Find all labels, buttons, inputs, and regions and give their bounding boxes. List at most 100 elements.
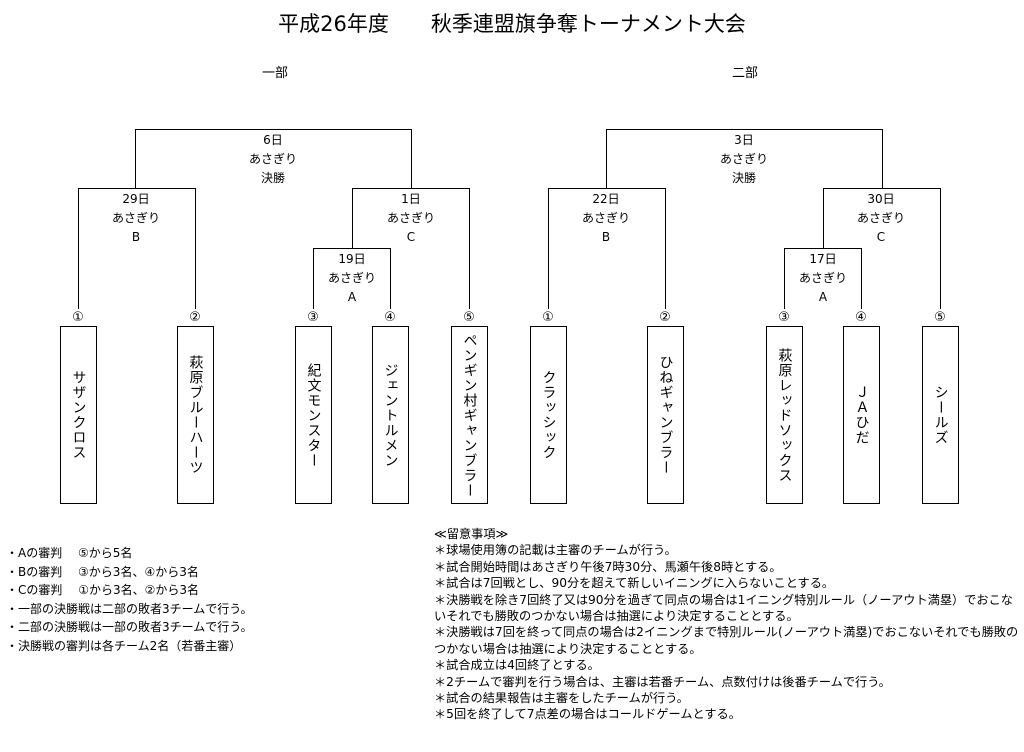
seed-number: ⑤ xyxy=(934,310,946,325)
bracket-line xyxy=(352,188,353,248)
referee-note: ・Aの審判 ⑤から5名 xyxy=(6,546,133,560)
team-name: 紀文モンスター xyxy=(305,362,322,468)
team-name: シールズ xyxy=(932,385,949,445)
bracket-line xyxy=(940,188,941,309)
bracket-line xyxy=(313,248,391,249)
seed-number: ③ xyxy=(778,310,790,325)
page-title: 平成26年度 秋季連盟旗争奪トーナメント大会 xyxy=(278,12,746,36)
division-1-match-a-info: 19日 あさぎり A xyxy=(297,250,407,307)
team-box: 萩原ブルーハーツ xyxy=(177,326,214,504)
bracket-line xyxy=(784,248,862,249)
bracket-line xyxy=(606,129,607,188)
rule-item: ＊5回を終了して7点差の場合はコールドゲームとする。 xyxy=(434,707,741,722)
match-label: 決勝 xyxy=(731,171,756,185)
seed-number: ⑤ xyxy=(463,310,475,325)
division-2-label: 二部 xyxy=(731,66,758,81)
bracket-line xyxy=(411,129,412,188)
team-box: サザンクロス xyxy=(60,326,97,504)
match-date: 30日 xyxy=(867,192,895,206)
bracket-line xyxy=(352,188,470,189)
seed-number: ① xyxy=(542,310,554,325)
team-box: シールズ xyxy=(922,326,959,504)
team-box: ＪＡひだ xyxy=(843,326,880,504)
match-venue: あさぎり xyxy=(327,271,376,285)
match-date: 29日 xyxy=(122,192,150,206)
match-label: C xyxy=(876,230,886,244)
seed-number: ④ xyxy=(855,310,867,325)
division-2-match-b-info: 22日 あさぎり B xyxy=(551,190,661,247)
rule-item: ＊試合の結果報告は主審をしたチームが行う。 xyxy=(434,691,689,706)
rule-item: ＊決勝戦を除き7回終了又は90分を過ぎて同点の場合は1イニング特別ルール（ノーア… xyxy=(434,592,1013,624)
team-box: 萩原レッドソックス xyxy=(766,326,803,504)
match-label: A xyxy=(347,290,357,304)
match-venue: あさぎり xyxy=(386,211,435,225)
match-venue: あさぎり xyxy=(719,152,768,166)
match-date: 1日 xyxy=(401,192,421,206)
match-label: C xyxy=(406,230,416,244)
division-1-final-info: 6日 あさぎり 決勝 xyxy=(218,131,328,188)
bracket-line xyxy=(606,129,883,130)
bracket-line xyxy=(823,188,824,248)
team-box: クラッシック xyxy=(530,326,567,504)
match-venue: あさぎり xyxy=(248,152,297,166)
team-name: ペンギン村ギャンブラー xyxy=(461,332,478,498)
division-1-match-b-info: 29日 あさぎり B xyxy=(81,190,191,247)
bracket-line xyxy=(823,188,941,189)
referee-note: ・Cの審判 ①から3名、②から3名 xyxy=(6,583,199,597)
seed-number: ④ xyxy=(384,310,396,325)
bracket-line xyxy=(861,248,862,309)
referee-note: ・Bの審判 ③から3名、④から3名 xyxy=(6,564,199,579)
match-label: A xyxy=(818,290,828,304)
match-date: 3日 xyxy=(734,133,754,147)
match-venue: あさぎり xyxy=(111,211,160,225)
match-label: B xyxy=(601,230,611,244)
bracket-line xyxy=(784,248,785,309)
bracket-line xyxy=(135,129,136,188)
bracket-line xyxy=(390,248,391,309)
team-name: 萩原ブルーハーツ xyxy=(187,355,204,475)
match-date: 17日 xyxy=(809,252,837,266)
team-box: ペンギン村ギャンブラー xyxy=(451,326,488,504)
team-box: ひねギャンブラー xyxy=(647,326,684,504)
rule-item: ＊試合は7回戦とし、90分を超えて新しいイニングに入らないことする。 xyxy=(434,576,835,591)
bracket-line xyxy=(78,188,196,189)
bracket-line xyxy=(313,248,314,309)
division-1-match-c-info: 1日 あさぎり C xyxy=(356,190,466,247)
referee-notes: ・Aの審判 ⑤から5名 ・Bの審判 ③から3名、④から3名 ・Cの審判 ①から3… xyxy=(6,544,253,655)
match-venue: あさぎり xyxy=(798,271,847,285)
match-date: 6日 xyxy=(263,133,283,147)
referee-note: ・二部の決勝戦は一部の敗者3チームで行う。 xyxy=(6,620,253,634)
rules-notes: ≪留意事項≫ ＊球場使用簿の記載は主審のチームが行う。 ＊試合開始時間はあさぎり… xyxy=(434,526,1019,723)
bracket-line xyxy=(195,188,196,309)
division-2-final-info: 3日 あさぎり 決勝 xyxy=(689,131,799,188)
division-2-match-a-info: 17日 あさぎり A xyxy=(768,250,878,307)
rules-heading: ≪留意事項≫ xyxy=(434,527,509,541)
match-date: 19日 xyxy=(338,252,366,266)
match-label: 決勝 xyxy=(260,171,285,185)
rule-item: ＊2チームで審判を行う場合は、主審は若番チーム、点数付けは後番チームで行う。 xyxy=(434,674,891,689)
team-box: 紀文モンスター xyxy=(295,326,332,504)
referee-note: ・決勝戦の審判は各チーム2名（若番主審） xyxy=(6,638,242,653)
bracket-line xyxy=(665,188,666,309)
bracket-line xyxy=(78,188,79,309)
match-date: 22日 xyxy=(592,192,620,206)
seed-number: ③ xyxy=(307,310,319,325)
division-1-label: 一部 xyxy=(261,66,288,81)
team-name: クラッシック xyxy=(540,370,557,460)
rule-item: ＊球場使用簿の記載は主審のチームが行う。 xyxy=(434,543,677,558)
seed-number: ② xyxy=(189,310,201,325)
team-name: ジェントルメン xyxy=(382,362,399,468)
seed-number: ① xyxy=(72,310,84,325)
team-name: 萩原レッドソックス xyxy=(776,347,793,483)
bracket-line xyxy=(135,129,412,130)
bracket-line xyxy=(548,188,666,189)
team-name: サザンクロス xyxy=(70,370,87,460)
division-2-match-c-info: 30日 あさぎり C xyxy=(826,190,936,247)
match-venue: あさぎり xyxy=(581,211,630,225)
rule-item: ＊試合開始時間はあさぎり午後7時30分、馬瀬午後8時とする。 xyxy=(434,559,782,574)
referee-note: ・一部の決勝戦は二部の敗者3チームで行う。 xyxy=(6,601,253,616)
team-name: ひねギャンブラー xyxy=(657,355,674,475)
seed-number: ② xyxy=(659,310,671,325)
match-venue: あさぎり xyxy=(856,211,905,225)
